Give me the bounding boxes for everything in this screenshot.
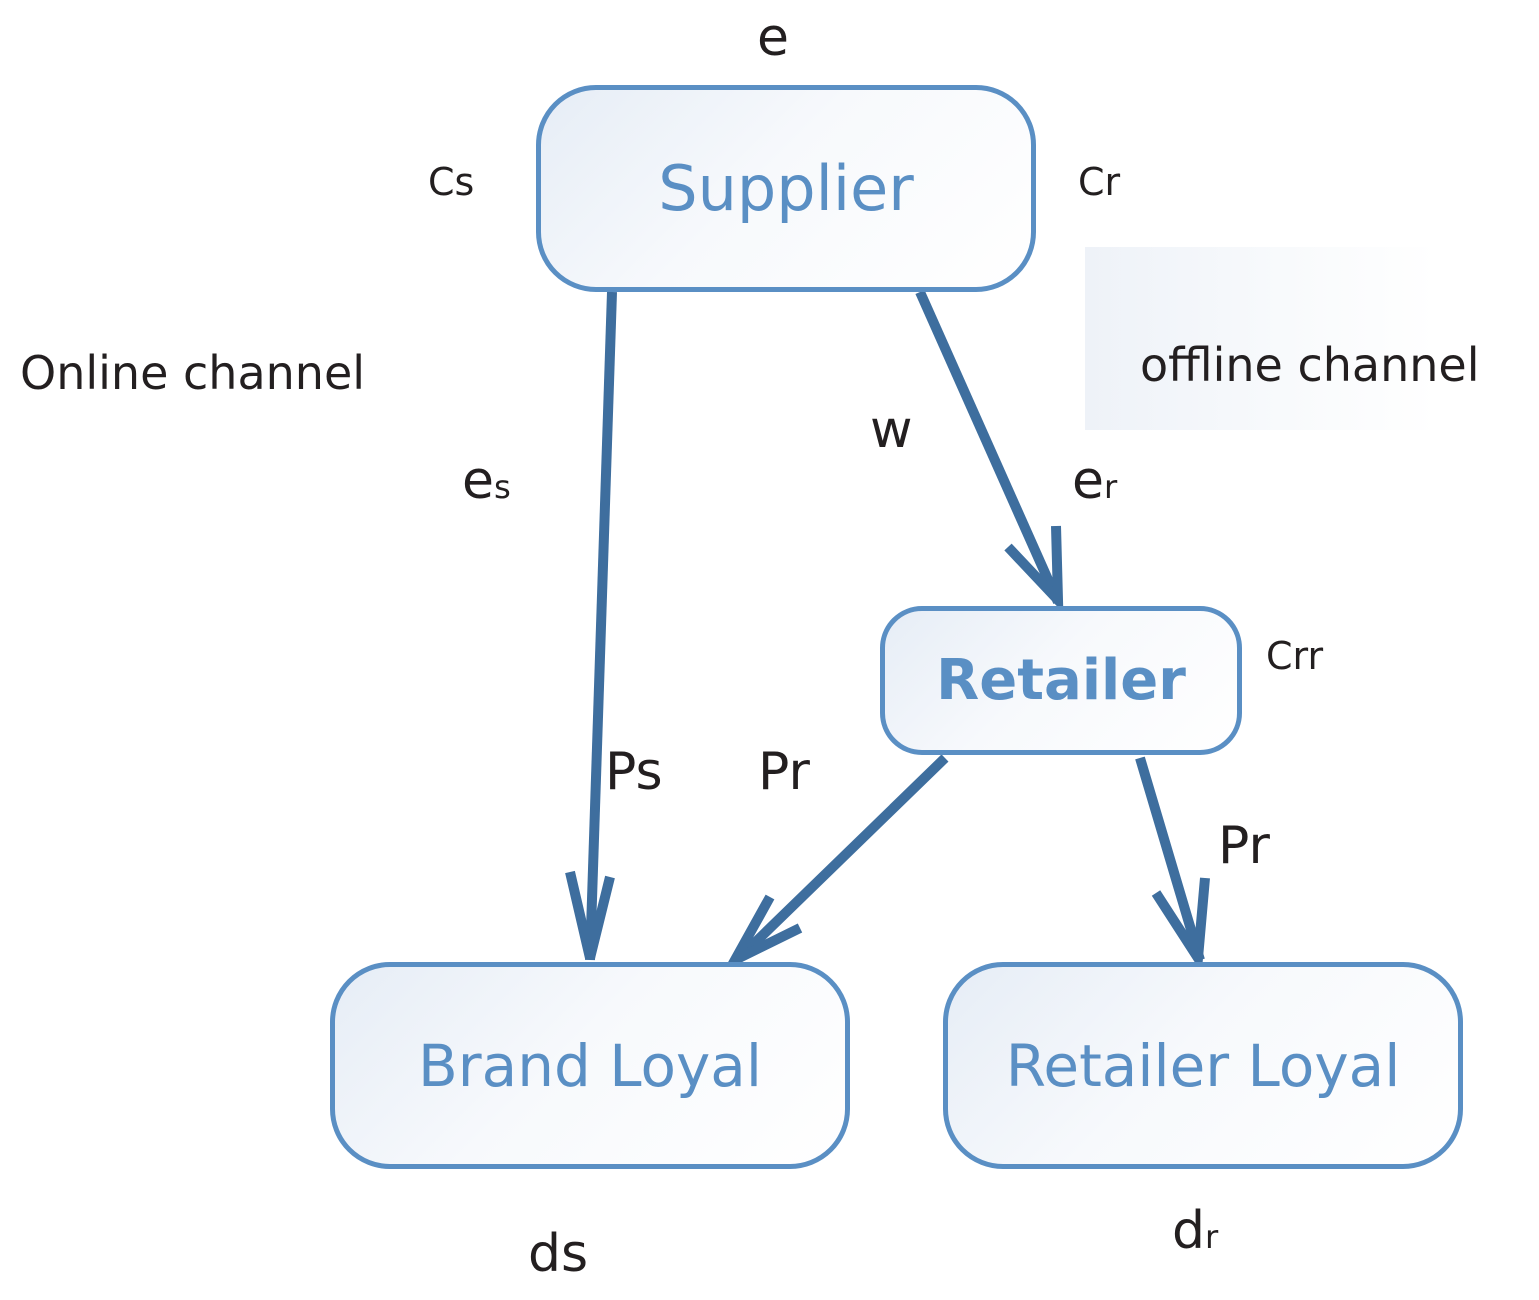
arrowhead-retailer-loyal-from-retailer: [1151, 877, 1210, 973]
retailer-loyal-label: Retailer Loyal: [1005, 1031, 1401, 1100]
label-online-channel: Online channel: [20, 346, 366, 400]
brand-loyal-node: Brand Loyal: [330, 962, 850, 1169]
label-pr-right: Pr: [1218, 816, 1270, 876]
arrow-retailer-to-brand-loyal: [731, 754, 949, 966]
retailer-loyal-node: Retailer Loyal: [943, 962, 1463, 1169]
supplier-label: Supplier: [658, 152, 914, 225]
offline-channel-shading: [1085, 247, 1525, 430]
label-cr: Cr: [1078, 160, 1121, 204]
label-ps: Ps: [605, 742, 663, 802]
arrowhead-retailer-from-supplier: [1004, 525, 1064, 613]
label-er-main: e: [1072, 451, 1104, 511]
retailer-node: Retailer: [880, 606, 1242, 755]
label-dr-main: d: [1172, 1201, 1206, 1261]
label-es-main: e: [462, 451, 494, 511]
arrow-supplier-to-retailer: [915, 289, 1063, 605]
arrowhead-brand-loyal-from-retailer: [722, 894, 803, 972]
label-pr-left: Pr: [758, 742, 810, 802]
label-dr-sub: r: [1205, 1218, 1219, 1256]
arrowhead-brand-loyal-from-supplier: [565, 870, 615, 960]
supplier-node: Supplier: [536, 85, 1036, 292]
label-ds: ds: [528, 1224, 589, 1284]
label-e: e: [757, 8, 789, 68]
arrow-supplier-to-brand-loyal: [585, 291, 617, 961]
label-w-text: w: [870, 400, 913, 460]
label-es-sub: s: [494, 468, 511, 506]
label-cs: Cs: [428, 160, 475, 204]
arrow-retailer-to-retailer-loyal: [1135, 756, 1205, 962]
label-es: es: [462, 455, 511, 507]
label-er: er: [1072, 455, 1117, 507]
brand-loyal-label: Brand Loyal: [418, 1031, 762, 1100]
label-w: w: [870, 404, 913, 456]
label-crr: Crr: [1266, 634, 1324, 678]
label-er-sub: r: [1104, 468, 1118, 506]
label-offline-channel: offline channel: [1140, 338, 1480, 392]
label-dr: dr: [1172, 1205, 1218, 1257]
retailer-label: Retailer: [936, 648, 1186, 713]
